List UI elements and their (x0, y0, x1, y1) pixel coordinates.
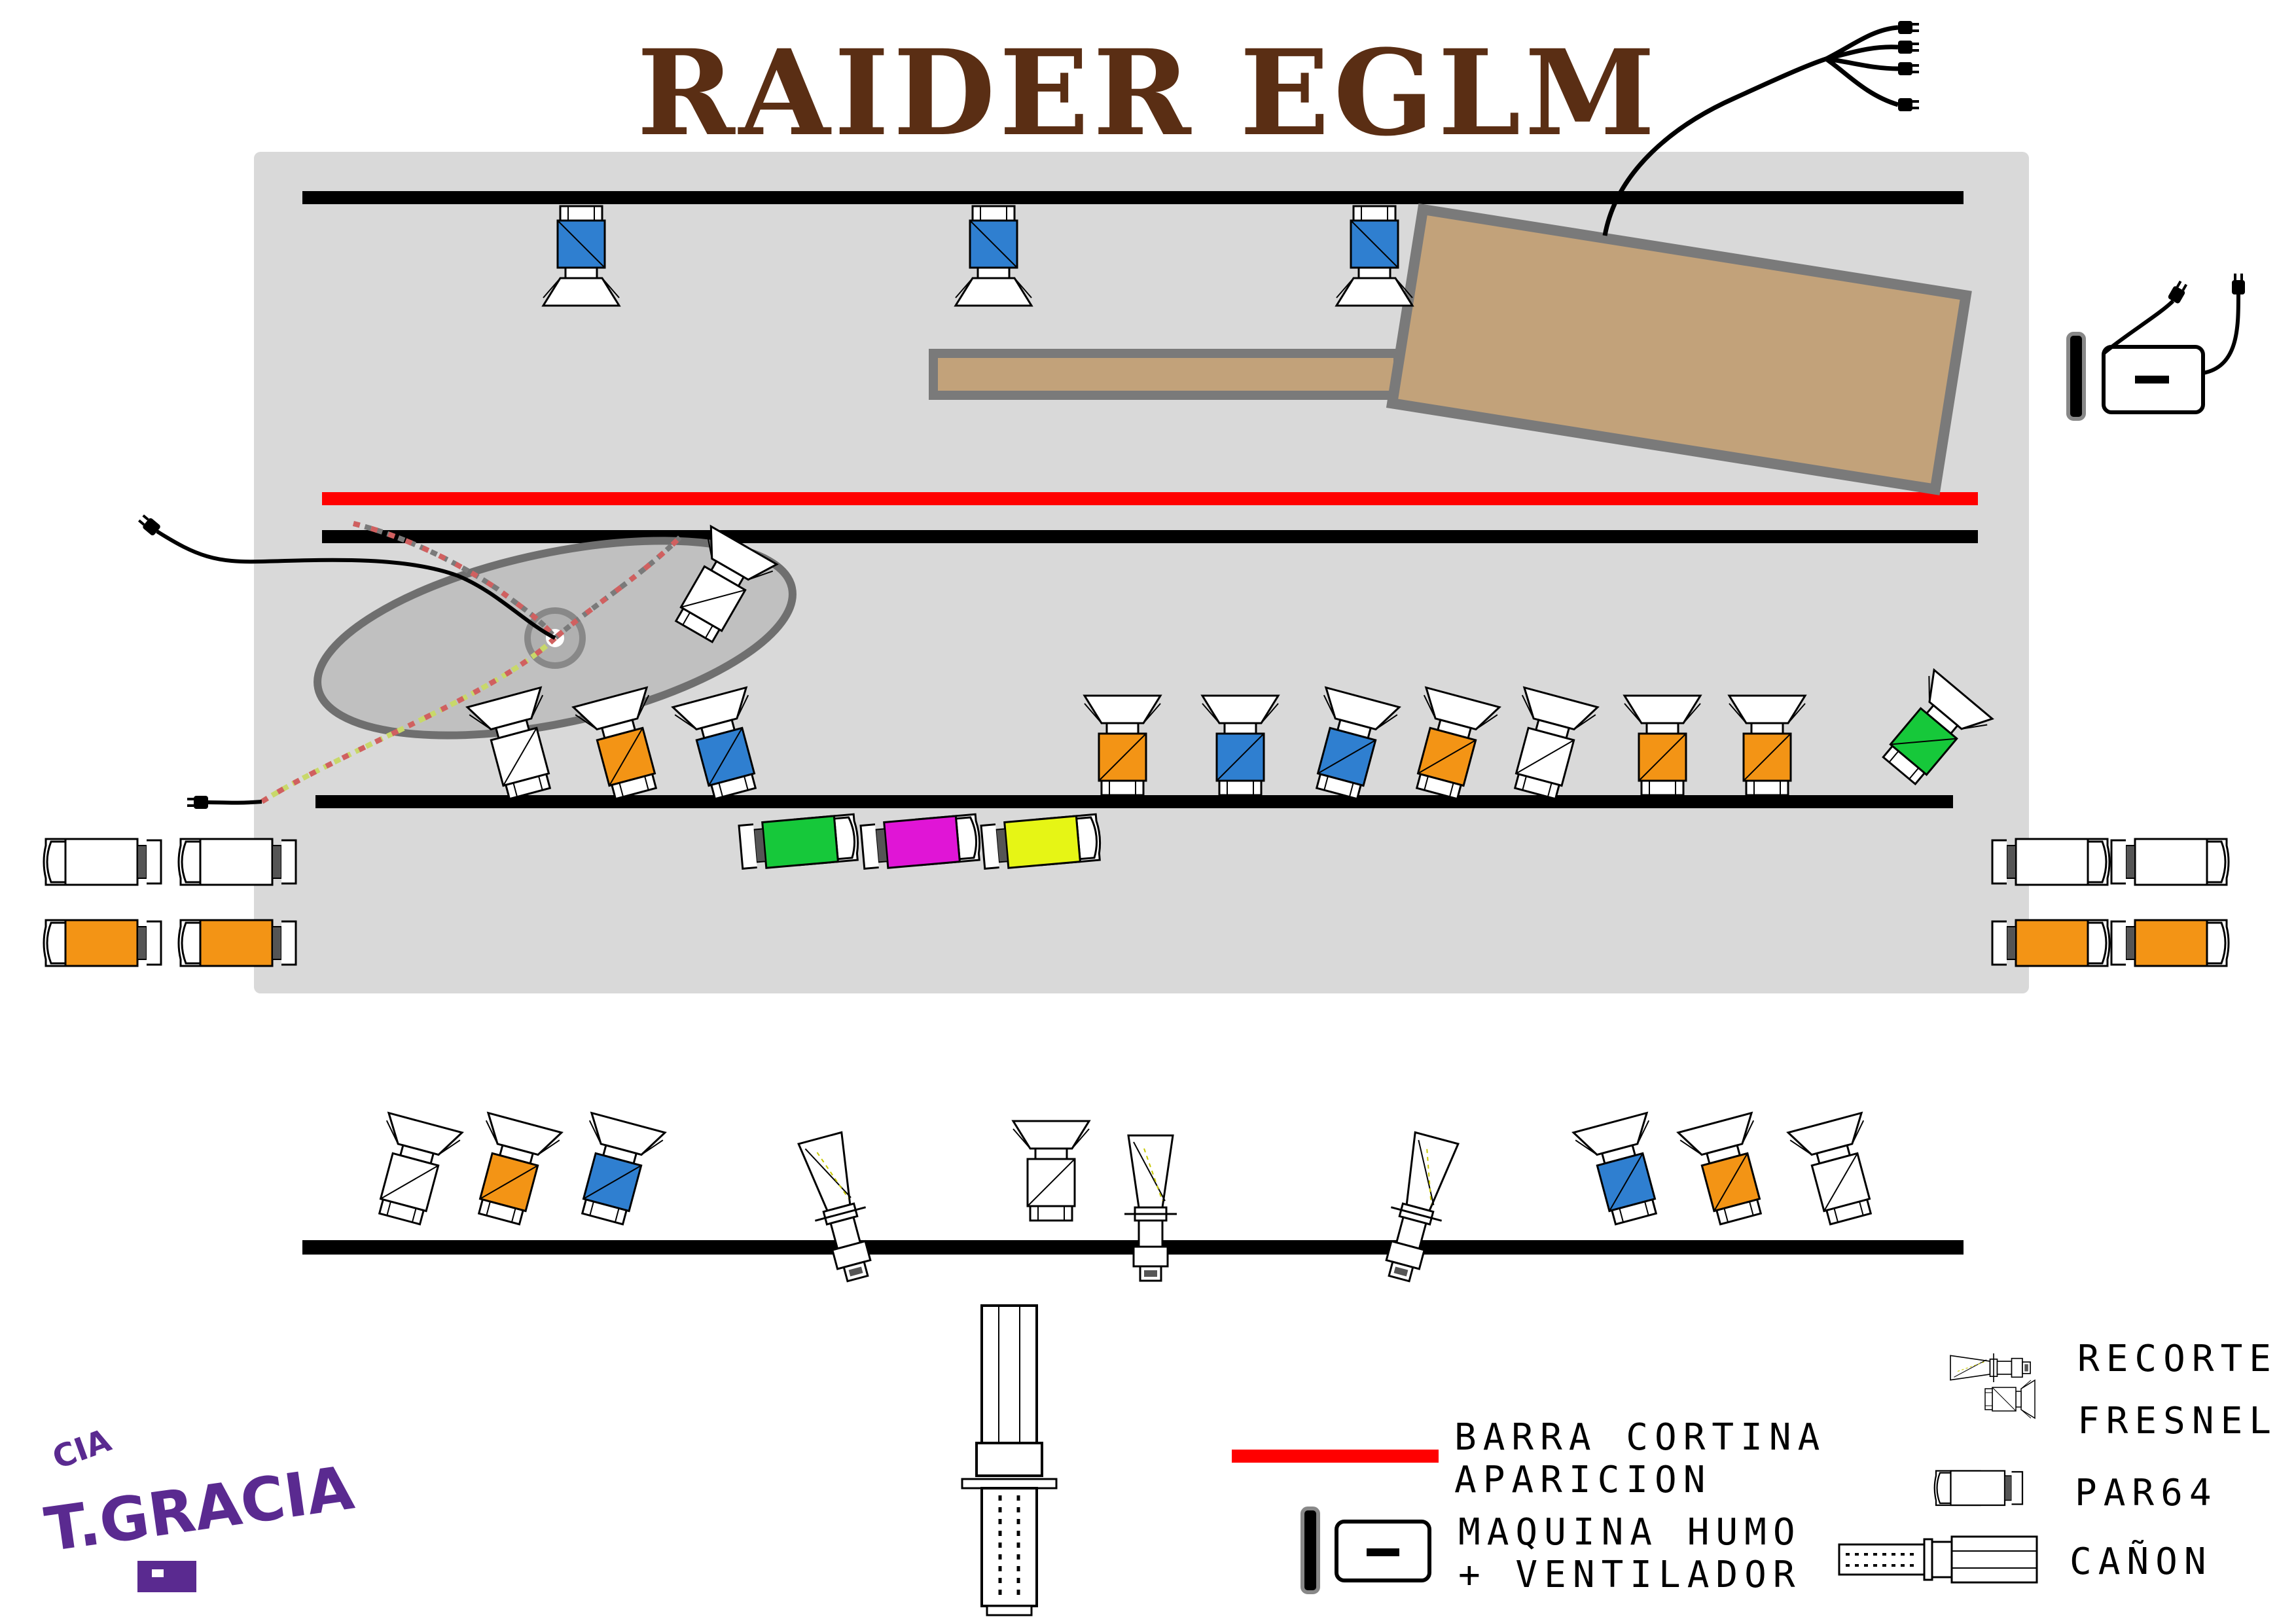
page-title: RAIDER EGLM (637, 24, 1659, 162)
curtain-bar (322, 492, 1978, 505)
plug-icon (1825, 21, 1919, 111)
legend-curtain-swatch (1232, 1450, 1439, 1463)
fresnel-front-3 (565, 1112, 666, 1230)
recorte-front-2 (1123, 1134, 1178, 1282)
par64-7 (1991, 919, 2111, 967)
logo-line1: CIA (48, 1422, 116, 1476)
fresnel-front-4 (1012, 1120, 1090, 1222)
legend-curtain-label-2: APARICION (1454, 1459, 1712, 1501)
par64-icon (1933, 1470, 2024, 1507)
par64-4 (177, 919, 297, 967)
legend-par64-label: PAR64 (2075, 1472, 2218, 1514)
legend-canon-label: CAÑON (2070, 1541, 2213, 1583)
cable-left-upper (156, 529, 556, 640)
par64-6 (2110, 838, 2230, 886)
fresnel-front-7 (1787, 1112, 1888, 1230)
truss-downstage (315, 795, 1953, 808)
truss-midstage (322, 530, 1978, 543)
legend-recorte-label: RECORTE (2077, 1338, 2278, 1380)
canon-legend-icon (1838, 1535, 2038, 1584)
cable-platform (1602, 56, 1827, 236)
canon-icon (961, 1304, 1058, 1616)
company-logo: CIA T.GRACIA (41, 1422, 358, 1592)
recorte-front-1 (793, 1130, 884, 1287)
par64-1 (43, 838, 162, 886)
logo-line2: T.GRACIA (41, 1453, 358, 1565)
par64-2 (177, 838, 297, 886)
par64-5 (1991, 838, 2111, 886)
par64-3 (43, 919, 162, 967)
fresnel-front-2 (461, 1112, 563, 1230)
fresnel-front-1 (362, 1112, 463, 1230)
platform-long (929, 349, 1403, 400)
recorte-front-3 (1372, 1130, 1463, 1287)
legend-smoke-label-1: MAQUINA HUMO (1458, 1511, 1802, 1554)
fresnel-row-front (362, 1112, 1888, 1230)
legend-smoke-label-2: + VENTILADOR (1458, 1554, 1802, 1596)
fresnel-front-5 (1572, 1112, 1674, 1230)
recorte-icon (1950, 1353, 2031, 1383)
truss-upstage (302, 191, 1964, 204)
smoke-machine-icon (2066, 274, 2245, 421)
fresnel-icon (1984, 1380, 2036, 1419)
legend-fresnel-label: FRESNEL (2077, 1400, 2278, 1442)
smoke-machine-icon (1300, 1507, 1431, 1594)
fresnel-front-6 (1677, 1112, 1778, 1230)
par64-8 (2110, 919, 2230, 967)
plug-icon (187, 796, 208, 809)
cable-left-lower (207, 800, 262, 805)
legend-curtain-label-1: BARRA CORTINA (1454, 1416, 1826, 1459)
